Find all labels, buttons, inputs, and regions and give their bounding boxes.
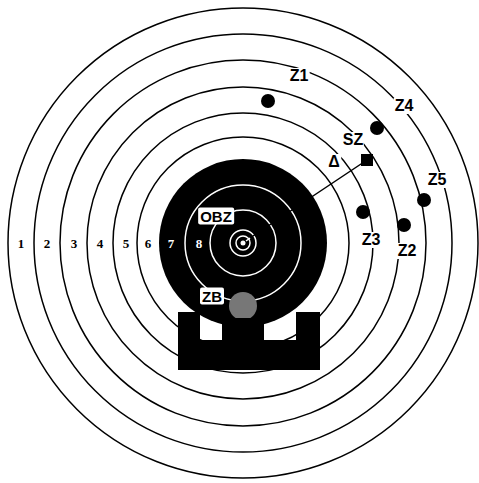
ring-number: 7 [167, 237, 176, 250]
center-dot [241, 241, 246, 246]
hit-label: Z2 [397, 243, 418, 259]
deviation-label: Δ [327, 154, 341, 170]
inner-rings [185, 185, 301, 301]
point-label: SZ [342, 132, 364, 148]
ring-number: 6 [144, 237, 153, 250]
hit-label: Z3 [361, 232, 382, 248]
hit-label: Z4 [394, 98, 415, 114]
ring-number: 2 [43, 237, 52, 250]
ring-number: 1 [17, 237, 26, 250]
sight-post [178, 312, 320, 370]
deviation-line [250, 160, 367, 238]
hit-label: Z1 [289, 68, 310, 84]
ring-number: 4 [96, 237, 105, 250]
deviation-line-end [246, 238, 250, 241]
scoring-rings [8, 8, 478, 478]
point-label: OBZ [198, 208, 234, 225]
mean-point-marker [361, 154, 373, 166]
point-label: ZB [200, 288, 224, 305]
aim-point [229, 292, 257, 320]
black-bull [159, 159, 327, 327]
hit-label: Z5 [427, 172, 448, 188]
ring-number: 5 [122, 237, 131, 250]
ring-number: 3 [70, 237, 79, 250]
hit-dots [261, 94, 431, 232]
ring-number: 8 [195, 237, 204, 250]
